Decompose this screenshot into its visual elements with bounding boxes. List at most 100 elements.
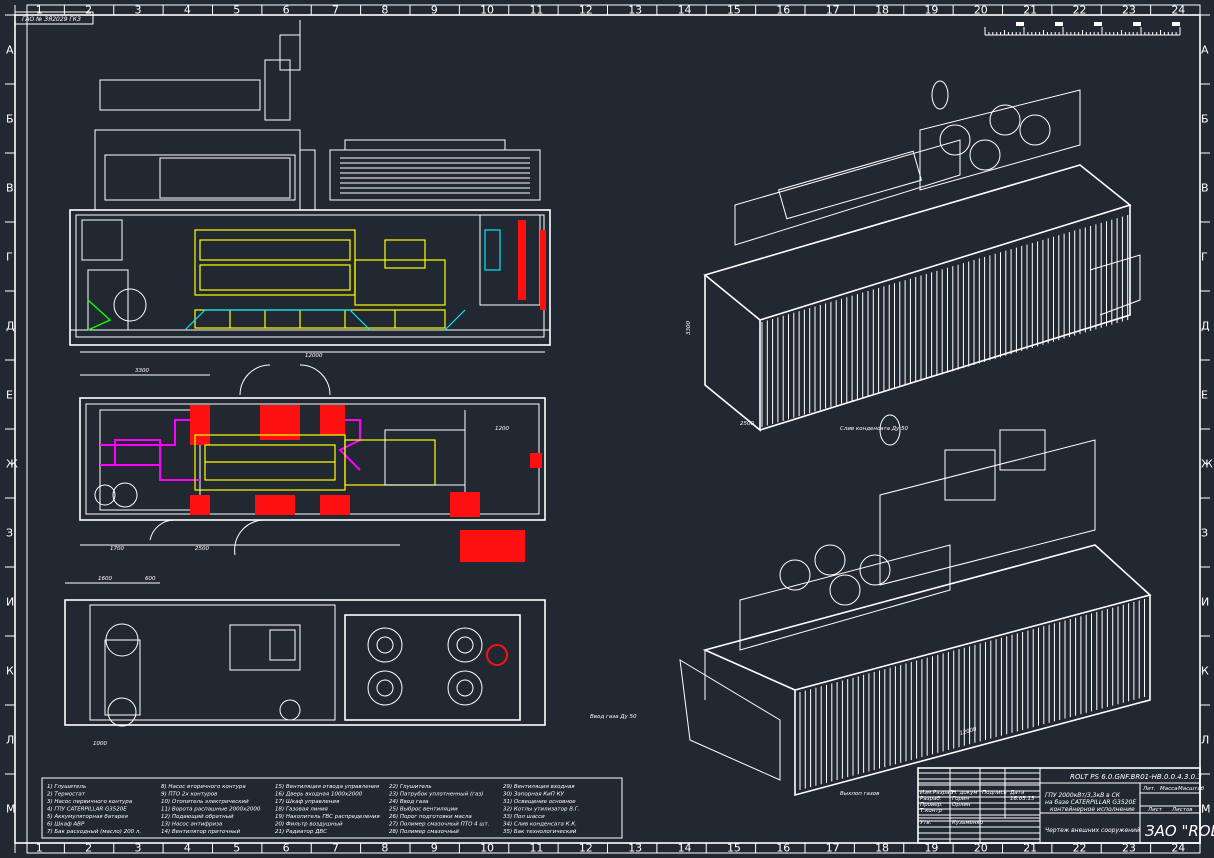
row-letter: Б bbox=[6, 113, 14, 126]
column-number: 3 bbox=[134, 842, 141, 855]
name-cell: Кузьменко bbox=[952, 820, 984, 826]
header-cell: Изм.Разраб bbox=[920, 790, 953, 796]
column-number: 7 bbox=[332, 842, 339, 855]
scale-ruler bbox=[984, 22, 1181, 36]
engine-plan bbox=[194, 434, 436, 491]
legend-item: 20) Фильтр воздушный bbox=[275, 822, 343, 828]
legend-item: 1) Глушитель bbox=[47, 784, 86, 790]
legend-item: 19) Накопитель ГВС распределения bbox=[275, 814, 380, 820]
description-line-1: ГПУ 2000кВт/3,3кВ в СК bbox=[1045, 792, 1121, 799]
column-number: 6 bbox=[283, 842, 290, 855]
column-number: 20 bbox=[974, 842, 988, 855]
column-number: 19 bbox=[924, 4, 938, 17]
dim-plan-c: 1200 bbox=[495, 426, 509, 432]
role-cell: Т.контр bbox=[920, 808, 943, 814]
column-number: 8 bbox=[381, 842, 388, 855]
column-number: 5 bbox=[233, 842, 240, 855]
column-number: 10 bbox=[480, 842, 494, 855]
column-number: 9 bbox=[431, 842, 438, 855]
dim-plan-b: 2500 bbox=[195, 546, 209, 552]
legend-item: 25) Выброс вентиляции bbox=[389, 807, 458, 813]
row-letter: Д bbox=[1201, 320, 1210, 333]
row-letter: Д bbox=[6, 320, 15, 333]
column-number: 24 bbox=[1171, 842, 1185, 855]
dim-side-length: 12000 bbox=[305, 353, 323, 359]
engine-side bbox=[184, 229, 466, 331]
column-number: 2 bbox=[85, 4, 92, 17]
column-number: 10 bbox=[480, 4, 494, 17]
sheet-header-lit: Лит. bbox=[1142, 786, 1156, 792]
dim-iso-height: 3300 bbox=[686, 321, 692, 335]
dim-top-b: 600 bbox=[145, 576, 156, 582]
row-letter: М bbox=[6, 803, 16, 816]
row-letter: В bbox=[6, 182, 14, 195]
column-number: 17 bbox=[826, 4, 840, 17]
column-number: 23 bbox=[1122, 842, 1136, 855]
column-number: 18 bbox=[875, 842, 889, 855]
legend-item: 3) Насос первичного контура bbox=[47, 799, 133, 805]
column-number: 8 bbox=[381, 4, 388, 17]
column-number: 13 bbox=[628, 4, 642, 17]
description-line-3: контейнерное исполнение bbox=[1050, 806, 1135, 813]
plan-view: 3300 1700 2500 1200 bbox=[79, 364, 546, 562]
row-letter: Л bbox=[6, 734, 14, 747]
legend-item: 2) Термостат bbox=[47, 792, 86, 798]
row-letter: Л bbox=[1201, 734, 1209, 747]
dim-plan-width: 3300 bbox=[135, 368, 149, 374]
column-number: 16 bbox=[776, 4, 790, 17]
sheets-label: Листов bbox=[1171, 807, 1193, 813]
isometric-view-upper: 3300 2500 Слив конденсата Ду 50 bbox=[686, 80, 1141, 432]
role-cell: Провер. bbox=[920, 802, 943, 808]
isometric-view-lower: 12000 Выхлоп газов bbox=[679, 414, 1152, 797]
company-name: ЗАО "ROLT" bbox=[1145, 822, 1214, 840]
column-number: 9 bbox=[431, 4, 438, 17]
gas-inlet-note: Ввод газа Ду 50 bbox=[590, 714, 637, 720]
role-cell: Утв. bbox=[920, 820, 932, 826]
column-number: 7 bbox=[332, 4, 339, 17]
row-letter: М bbox=[1201, 803, 1211, 816]
exhaust-note: Выхлоп газов bbox=[840, 791, 879, 797]
dim-iso-width: 2500 bbox=[740, 421, 754, 427]
row-letter: Г bbox=[6, 251, 13, 264]
legend-item: 17) Шкаф управления bbox=[275, 799, 340, 805]
dim-top-a: 1600 bbox=[98, 576, 112, 582]
date-cell: 16.03.13 bbox=[1010, 796, 1035, 802]
header-cell: Н. докум bbox=[952, 790, 978, 796]
column-numbers: 1122334455667788991010111112121313141415… bbox=[14, 4, 1185, 855]
legend-item: 18) Газовая линия bbox=[275, 807, 329, 813]
drawing-code: ROLT PS 6.0.GNF.BR01-НВ.0.0.4.3.0.3 bbox=[1070, 773, 1202, 781]
silencer bbox=[99, 79, 261, 111]
legend-item: 22) Глушитель bbox=[389, 784, 432, 790]
legend-item: 32) Котлы утилизатор В.Г. bbox=[503, 807, 580, 813]
legend-item: 29) Вентиляция входная bbox=[503, 784, 575, 790]
title-block: ROLT PS 6.0.GNF.BR01-НВ.0.0.4.3.0.3 Изм.… bbox=[917, 767, 1214, 844]
column-number: 5 bbox=[233, 4, 240, 17]
legend-item: 5) Аккумуляторная батарея bbox=[47, 814, 129, 820]
row-letter: Е bbox=[1201, 389, 1208, 402]
row-letter: К bbox=[1201, 665, 1209, 678]
legend-item: 16) Дверь входная 1000х2000 bbox=[275, 792, 363, 798]
legend-item: 26) Порог подготовки масла bbox=[389, 814, 472, 820]
column-number: 21 bbox=[1023, 842, 1037, 855]
stamp-box bbox=[14, 11, 94, 25]
row-letter: И bbox=[1201, 596, 1209, 609]
row-letter: К bbox=[6, 665, 14, 678]
sheet-label: Лист bbox=[1147, 807, 1163, 813]
row-letter: З bbox=[1201, 527, 1208, 540]
legend-item: 27) Полимер смазочный ПТО 4 шт. bbox=[389, 822, 490, 828]
column-number: 1 bbox=[36, 842, 43, 855]
column-number: 15 bbox=[727, 4, 741, 17]
iso-note-upper: Слив конденсата Ду 50 bbox=[840, 426, 909, 432]
header-cell: Подпись bbox=[982, 790, 1007, 796]
row-letter: В bbox=[1201, 182, 1209, 195]
top-view: 1600 600 1000 Ввод газа Ду 50 bbox=[64, 576, 637, 747]
column-number: 22 bbox=[1073, 4, 1087, 17]
column-number: 18 bbox=[875, 4, 889, 17]
row-letter: Ж bbox=[1201, 458, 1213, 471]
row-letter: З bbox=[6, 527, 13, 540]
column-number: 23 bbox=[1122, 4, 1136, 17]
column-number: 6 bbox=[283, 4, 290, 17]
column-number: 24 bbox=[1171, 4, 1185, 17]
column-number: 12 bbox=[579, 4, 593, 17]
